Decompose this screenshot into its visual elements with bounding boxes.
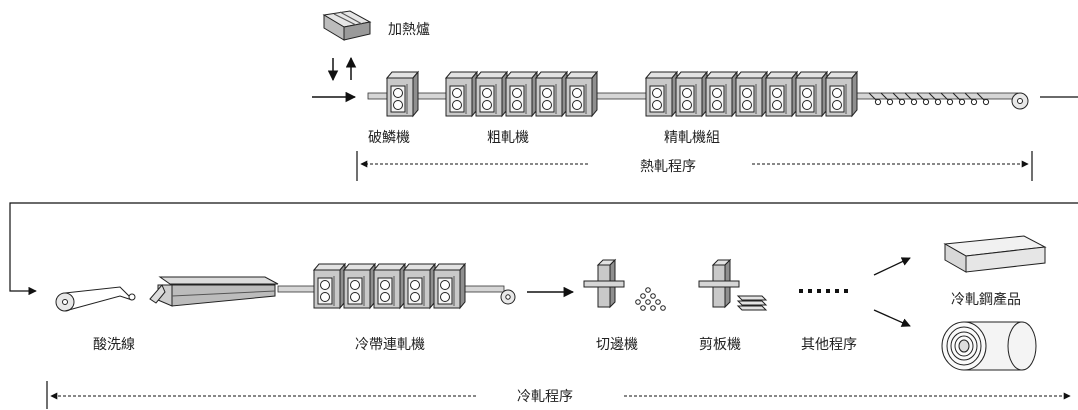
pickling-line-icon [55, 276, 279, 312]
furnace-icon [322, 10, 372, 41]
edge-trimmer-label: 切邊機 [596, 337, 638, 353]
finisher-label: 精軋機組 [664, 130, 720, 146]
to-coil-product-arrow [873, 309, 911, 327]
rougher-stands [445, 71, 598, 117]
pickling-label: 酸洗線 [93, 337, 135, 353]
hot-process-label: 熱軋程序 [640, 159, 696, 175]
cold-sheet-product-icon [943, 235, 1047, 273]
product-label: 冷軋鋼產品 [951, 292, 1021, 308]
tandem-mill-stands [313, 263, 466, 309]
shear-label: 剪板機 [699, 337, 741, 353]
descaler-stand [386, 71, 419, 117]
to-sheet-product-arrow [873, 257, 911, 276]
tandem-mill-label: 冷帶連軋機 [355, 337, 425, 353]
edge-trimmer-icon [583, 259, 666, 311]
hot-coiler-icon [1011, 92, 1029, 110]
cold-coil-product-icon [941, 321, 1037, 371]
cold-coiler-icon [500, 289, 516, 305]
finisher-stands [645, 71, 858, 117]
cold-process-label: 冷軋程序 [517, 389, 573, 405]
other-process-dots [799, 289, 848, 293]
furnace-label: 加熱爐 [388, 22, 430, 38]
hot-to-cold-connector [9, 202, 1078, 296]
descaler-label: 破鱗機 [368, 130, 410, 146]
other-process-label: 其他程序 [801, 337, 857, 353]
rougher-label: 粗軋機 [487, 130, 529, 146]
shear-icon [698, 259, 768, 311]
